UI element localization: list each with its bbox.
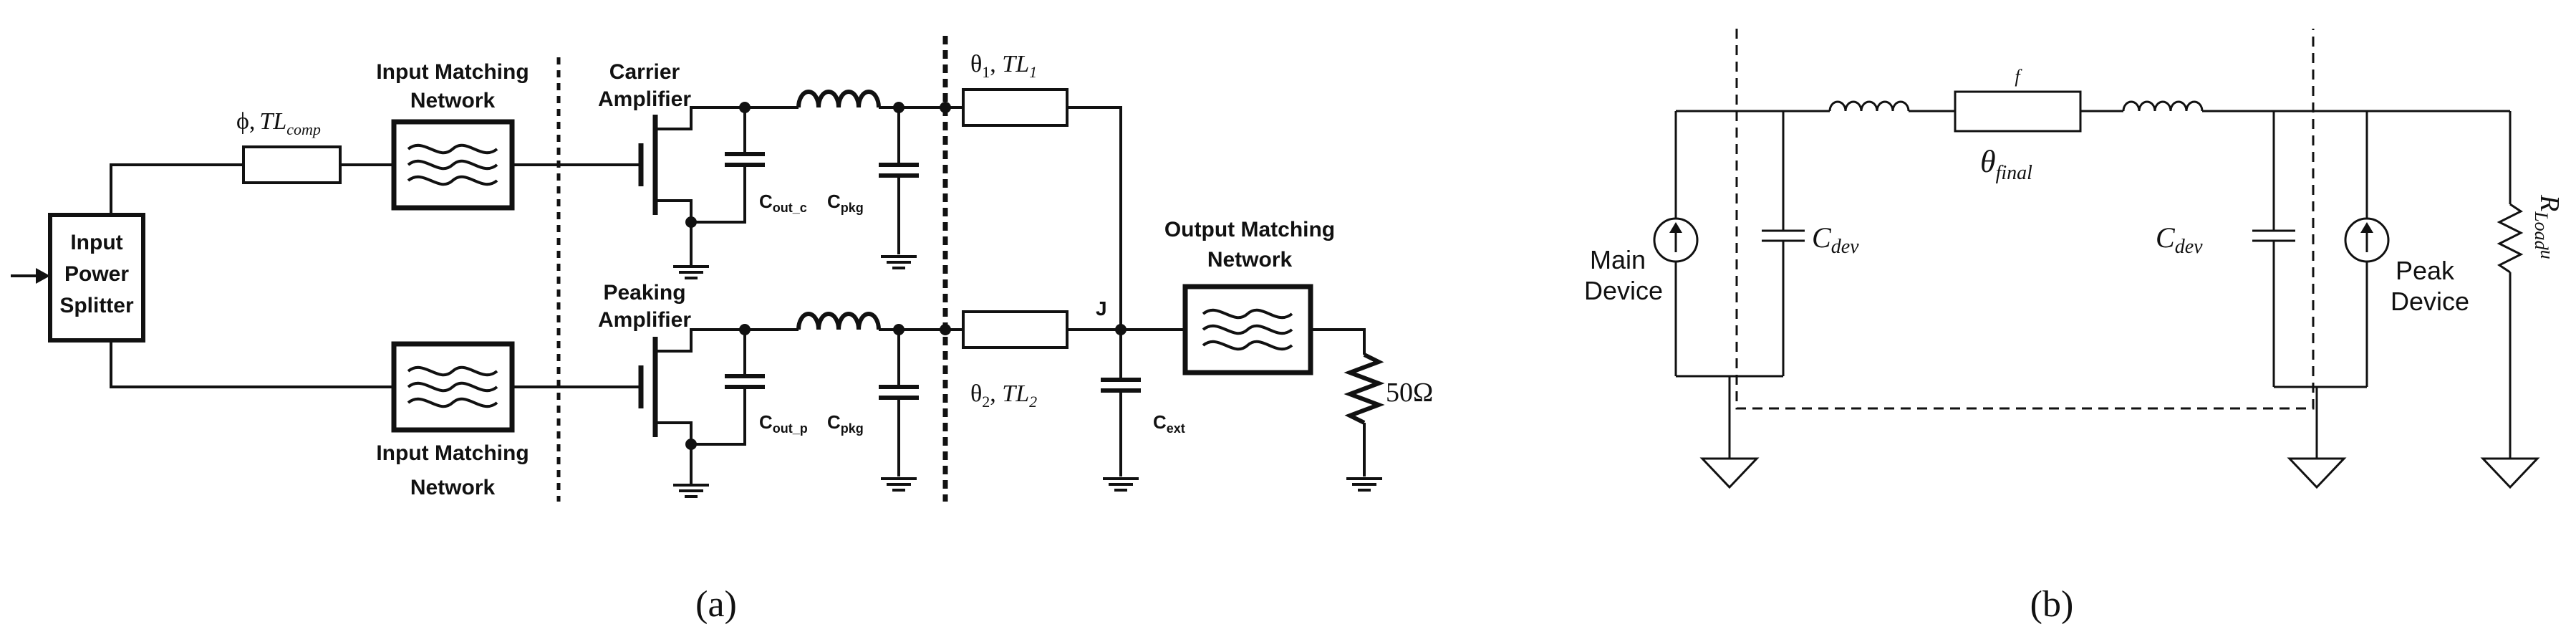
cdev-right: Cdev xyxy=(2156,111,2367,388)
peaking-cpkg-label: Cpkg xyxy=(827,411,864,436)
omn-label-2: Network xyxy=(1207,248,1293,272)
panel-b: f θfinal Main Device Cdev xyxy=(1584,29,2565,625)
panel-a: Input Power Splitter ϕ,TLcomp Input Matc… xyxy=(11,36,1433,625)
power-splitter: Input Power Splitter xyxy=(48,213,145,343)
input-matching-network-bottom: Input Matching Network xyxy=(376,341,529,499)
omn-label-1: Output Matching xyxy=(1164,218,1335,241)
tl-comp-label: ϕ,TLcomp xyxy=(236,108,321,138)
main-device-label-1: Main xyxy=(1590,245,1646,274)
caption-a: (a) xyxy=(695,584,737,625)
inductor-left xyxy=(1828,100,1910,112)
tl2-label: θ2, TL2 xyxy=(970,380,1037,411)
carrier-label-1: Carrier xyxy=(609,60,680,84)
junction-cext: J Cext xyxy=(1096,297,1185,492)
peaking-inductor xyxy=(745,312,963,331)
peaking-cout-cap: Cout_p Cpkg xyxy=(725,324,864,436)
tl-final-top-label: f xyxy=(2015,66,2022,87)
theta-final-label: θfinal xyxy=(1980,144,2032,184)
peak-device-label-2: Device xyxy=(2391,287,2469,316)
peaking-label-1: Peaking xyxy=(603,281,685,305)
rload-label: RLoadu xyxy=(2531,194,2565,259)
splitter-label-1: Input xyxy=(70,231,122,254)
carrier-inductor xyxy=(745,90,945,109)
peaking-cpkg-cap xyxy=(879,324,919,492)
rload: RLoadu xyxy=(2481,111,2565,489)
cext-label: Cext xyxy=(1153,411,1185,436)
tl1-label: θ1, TL1 xyxy=(970,51,1037,81)
carrier-label-2: Amplifier xyxy=(598,87,691,111)
peaking-amplifier: Peaking Amplifier xyxy=(598,281,746,498)
device-boundary xyxy=(1735,29,2315,410)
ground-left xyxy=(1701,376,1758,489)
carrier-cout-label: Cout_c xyxy=(759,191,807,215)
imn-bottom-label-2: Network xyxy=(410,476,496,499)
tl-final: f θfinal xyxy=(1954,66,2082,184)
main-device-label-2: Device xyxy=(1584,276,1663,305)
load-label: 50Ω xyxy=(1386,378,1433,408)
splitter-label-3: Splitter xyxy=(59,294,134,317)
peaking-cout-label: Cout_p xyxy=(759,411,808,436)
caption-b: (b) xyxy=(2030,584,2074,625)
ground-right xyxy=(2288,387,2345,489)
imn-top-label-2: Network xyxy=(410,89,496,112)
cdev-left: Cdev xyxy=(1762,111,1859,376)
peaking-label-2: Amplifier xyxy=(598,308,691,332)
cdev-left-label: Cdev xyxy=(1812,221,1859,258)
main-device: Main Device xyxy=(1584,111,1783,378)
load-resistor: 50Ω xyxy=(1311,328,1433,492)
carrier-cpkg-cap xyxy=(879,102,919,269)
peak-device: Peak Device xyxy=(2344,111,2469,387)
output-matching-network: Output Matching Network xyxy=(1164,218,1335,375)
carrier-amplifier: Carrier Amplifier xyxy=(598,60,746,279)
peak-device-label-1: Peak xyxy=(2396,256,2455,285)
tl1: θ1, TL1 xyxy=(940,51,1122,330)
gate-wires xyxy=(512,163,641,388)
splitter-label-2: Power xyxy=(64,262,129,286)
imn-bottom-label-1: Input Matching xyxy=(376,441,529,465)
tl-comp: ϕ,TLcomp xyxy=(236,108,394,184)
carrier-cpkg-label: Cpkg xyxy=(827,191,864,215)
cdev-right-label: Cdev xyxy=(2156,221,2203,258)
input-matching-network-top: Input Matching Network xyxy=(376,60,529,211)
tl2: θ2, TL2 xyxy=(940,310,1185,411)
imn-top-label-1: Input Matching xyxy=(376,60,529,84)
divider-lines xyxy=(556,36,948,502)
junction-label: J xyxy=(1096,297,1107,320)
splitter-wires xyxy=(110,163,394,388)
carrier-cout-cap: Cout_c Cpkg xyxy=(725,102,864,215)
input-arrow xyxy=(11,268,50,284)
inductor-right xyxy=(2122,100,2204,112)
